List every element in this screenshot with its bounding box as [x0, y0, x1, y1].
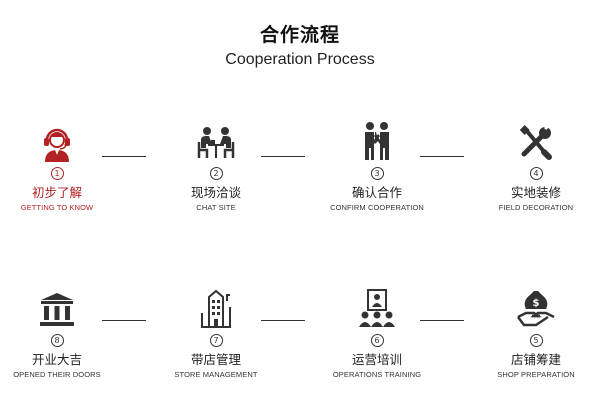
bank-building-icon — [40, 293, 74, 326]
step-title-zh: 现场洽谈 — [190, 185, 241, 200]
meeting-table-icon — [197, 127, 235, 158]
money-hand-icon: $ — [517, 291, 555, 327]
store-building-icon — [201, 289, 231, 328]
step-title-en: CHAT SITE — [196, 203, 236, 212]
step-4: 4 实地装修 FIELD DECORATION — [466, 120, 600, 212]
step-7: 7 带店管理 STORE MANAGEMENT — [146, 287, 286, 379]
step-title-zh: 带店管理 — [190, 352, 241, 367]
step-number: 4 — [529, 167, 543, 180]
step-number: 2 — [209, 167, 223, 180]
step-title-zh: 初步了解 — [31, 185, 82, 200]
connector-line — [102, 156, 146, 157]
step-title-en: OPENED THEIR DOORS — [13, 370, 101, 379]
svg-text:$: $ — [533, 298, 540, 309]
step-8: 8 开业大吉 OPENED THEIR DOORS — [0, 287, 127, 379]
connector-line — [420, 320, 464, 321]
step-1: 1 初步了解 GETTING TO KNOW — [0, 120, 127, 212]
step-title-zh: 店铺筹建 — [510, 352, 561, 367]
step-6: 6 运营培训 OPERATIONS TRAINING — [307, 287, 447, 379]
step-number: 3 — [370, 167, 384, 180]
step-title-zh: 实地装修 — [510, 185, 561, 200]
connector-line — [261, 156, 305, 157]
step-title-en: SHOP PREPARATION — [497, 370, 575, 379]
customer-service-headset-icon — [44, 128, 70, 162]
step-number: 5 — [529, 334, 543, 347]
wrench-screwdriver-icon — [519, 123, 552, 160]
step-number: 8 — [50, 334, 64, 347]
page-subtitle: Cooperation Process — [225, 51, 375, 68]
step-title-en: CONFIRM COOPERATION — [330, 203, 424, 212]
step-number: 7 — [209, 334, 223, 347]
step-number: 6 — [370, 334, 384, 347]
step-5: $ 5 店铺筹建 SHOP PREPARATION — [466, 287, 600, 379]
step-title-zh: 运营培训 — [351, 352, 402, 367]
step-number: 1 — [50, 167, 64, 180]
step-3: 3 确认合作 CONFIRM COOPERATION — [307, 120, 447, 212]
connector-line — [102, 320, 146, 321]
step-title-en: FIELD DECORATION — [498, 203, 574, 212]
handshake-people-icon — [365, 122, 389, 160]
step-title-en: OPERATIONS TRAINING — [332, 370, 422, 379]
step-title-zh: 确认合作 — [351, 185, 402, 200]
step-2: 2 现场洽谈 CHAT SITE — [146, 120, 286, 212]
page-title: 合作流程 — [259, 24, 340, 46]
step-title-en: GETTING TO KNOW — [20, 203, 94, 212]
step-title-zh: 开业大吉 — [31, 352, 82, 367]
connector-line — [420, 156, 464, 157]
connector-line — [261, 320, 305, 321]
step-title-en: STORE MANAGEMENT — [174, 370, 258, 379]
training-presentation-icon — [359, 289, 395, 327]
